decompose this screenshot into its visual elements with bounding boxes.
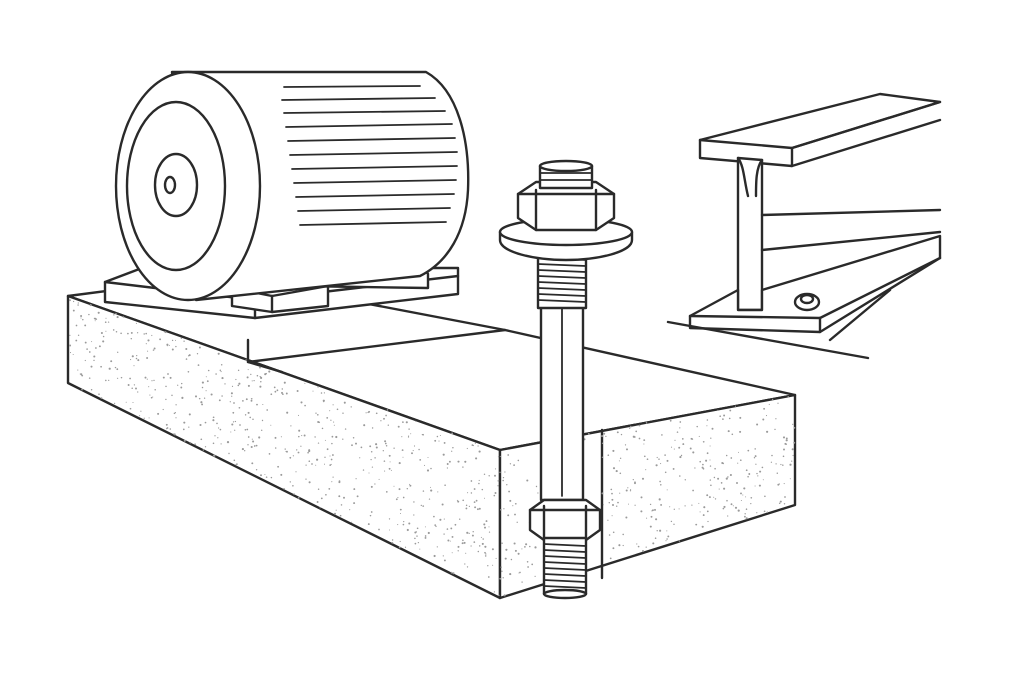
motor-end-ring xyxy=(125,100,227,272)
anchor-bolt-bottom-end xyxy=(542,588,588,600)
concrete-texture xyxy=(68,299,796,597)
anchor-bolt xyxy=(498,159,634,600)
anchor-bolt-lower-threads xyxy=(543,543,587,589)
i-beam-bottom-flange xyxy=(688,234,942,334)
steel-i-beam xyxy=(666,92,942,360)
i-beam-flange-bolt xyxy=(793,292,821,312)
anchor-bolt-top-thread-tip xyxy=(538,159,594,190)
i-beam-web xyxy=(736,156,764,312)
electric-motor xyxy=(114,70,470,302)
floor-line xyxy=(666,320,870,360)
anchor-bolt-bottom-hex-nut xyxy=(528,498,602,542)
motor-shaft xyxy=(163,175,177,195)
motor-cooling-fins xyxy=(281,85,458,226)
